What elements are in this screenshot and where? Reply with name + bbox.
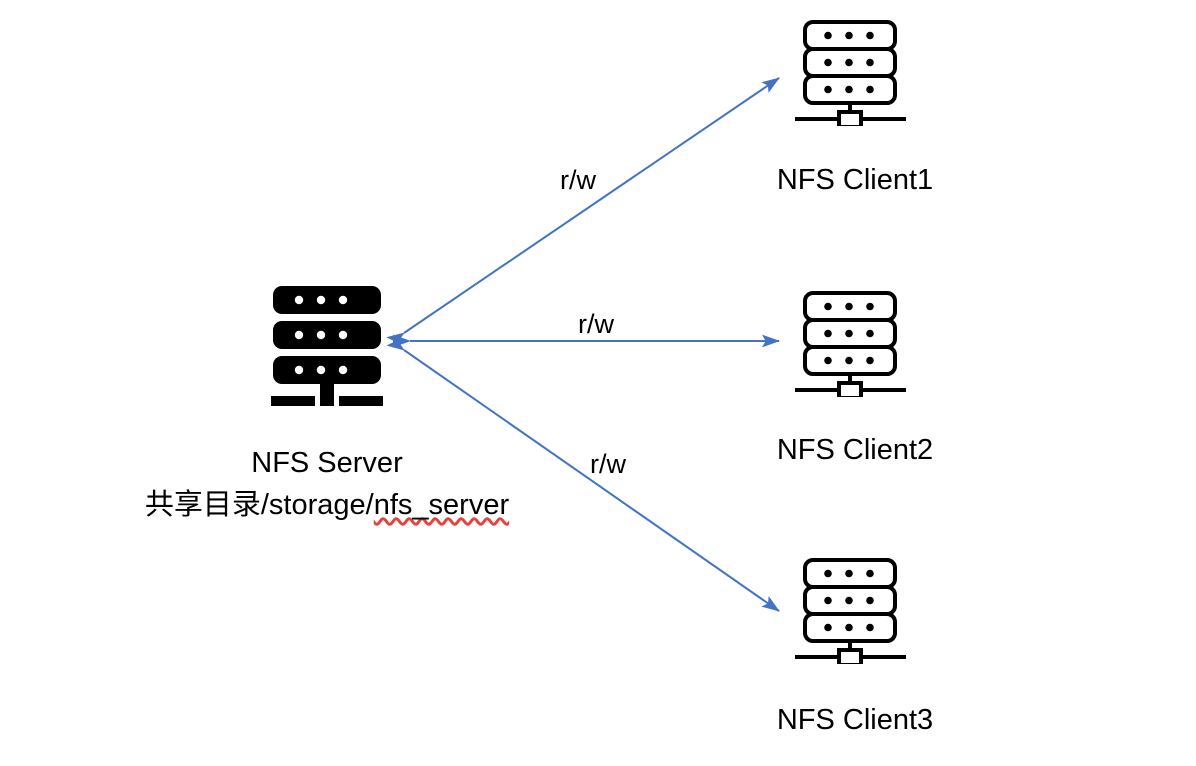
share-path-misspelled: nfs_server [373, 489, 510, 521]
nfs-server-label-line1: NFS Server [251, 447, 403, 479]
nfs-client3-label: NFS Client3 [776, 704, 934, 736]
edge-label-client3-rw: r/w [590, 449, 626, 479]
share-path-prefix: 共享目录/storage/ [144, 489, 374, 521]
nfs-server-share-path-line: 共享目录/storage/nfs_server [60, 484, 594, 526]
node-nfs-server[interactable] [267, 284, 387, 406]
network-server-icon [795, 558, 906, 667]
network-server-icon [795, 20, 906, 129]
nfs-client1-label: NFS Client1 [776, 164, 934, 196]
nfs-server-label-block: NFS Server 共享目录/storage/nfs_server [60, 442, 594, 526]
edge-label-client1-rw: r/w [560, 165, 596, 195]
server-rack-icon [271, 286, 383, 406]
edge-label-client2-rw: r/w [578, 309, 614, 339]
nfs-client2-label: NFS Client2 [776, 434, 934, 466]
node-nfs-client2[interactable] [793, 291, 908, 400]
node-nfs-client1[interactable] [793, 20, 908, 129]
edge-server-client1 [386, 77, 780, 348]
node-nfs-client3[interactable] [793, 558, 908, 667]
edge-server-client3 [386, 335, 780, 612]
network-server-icon [795, 291, 906, 400]
